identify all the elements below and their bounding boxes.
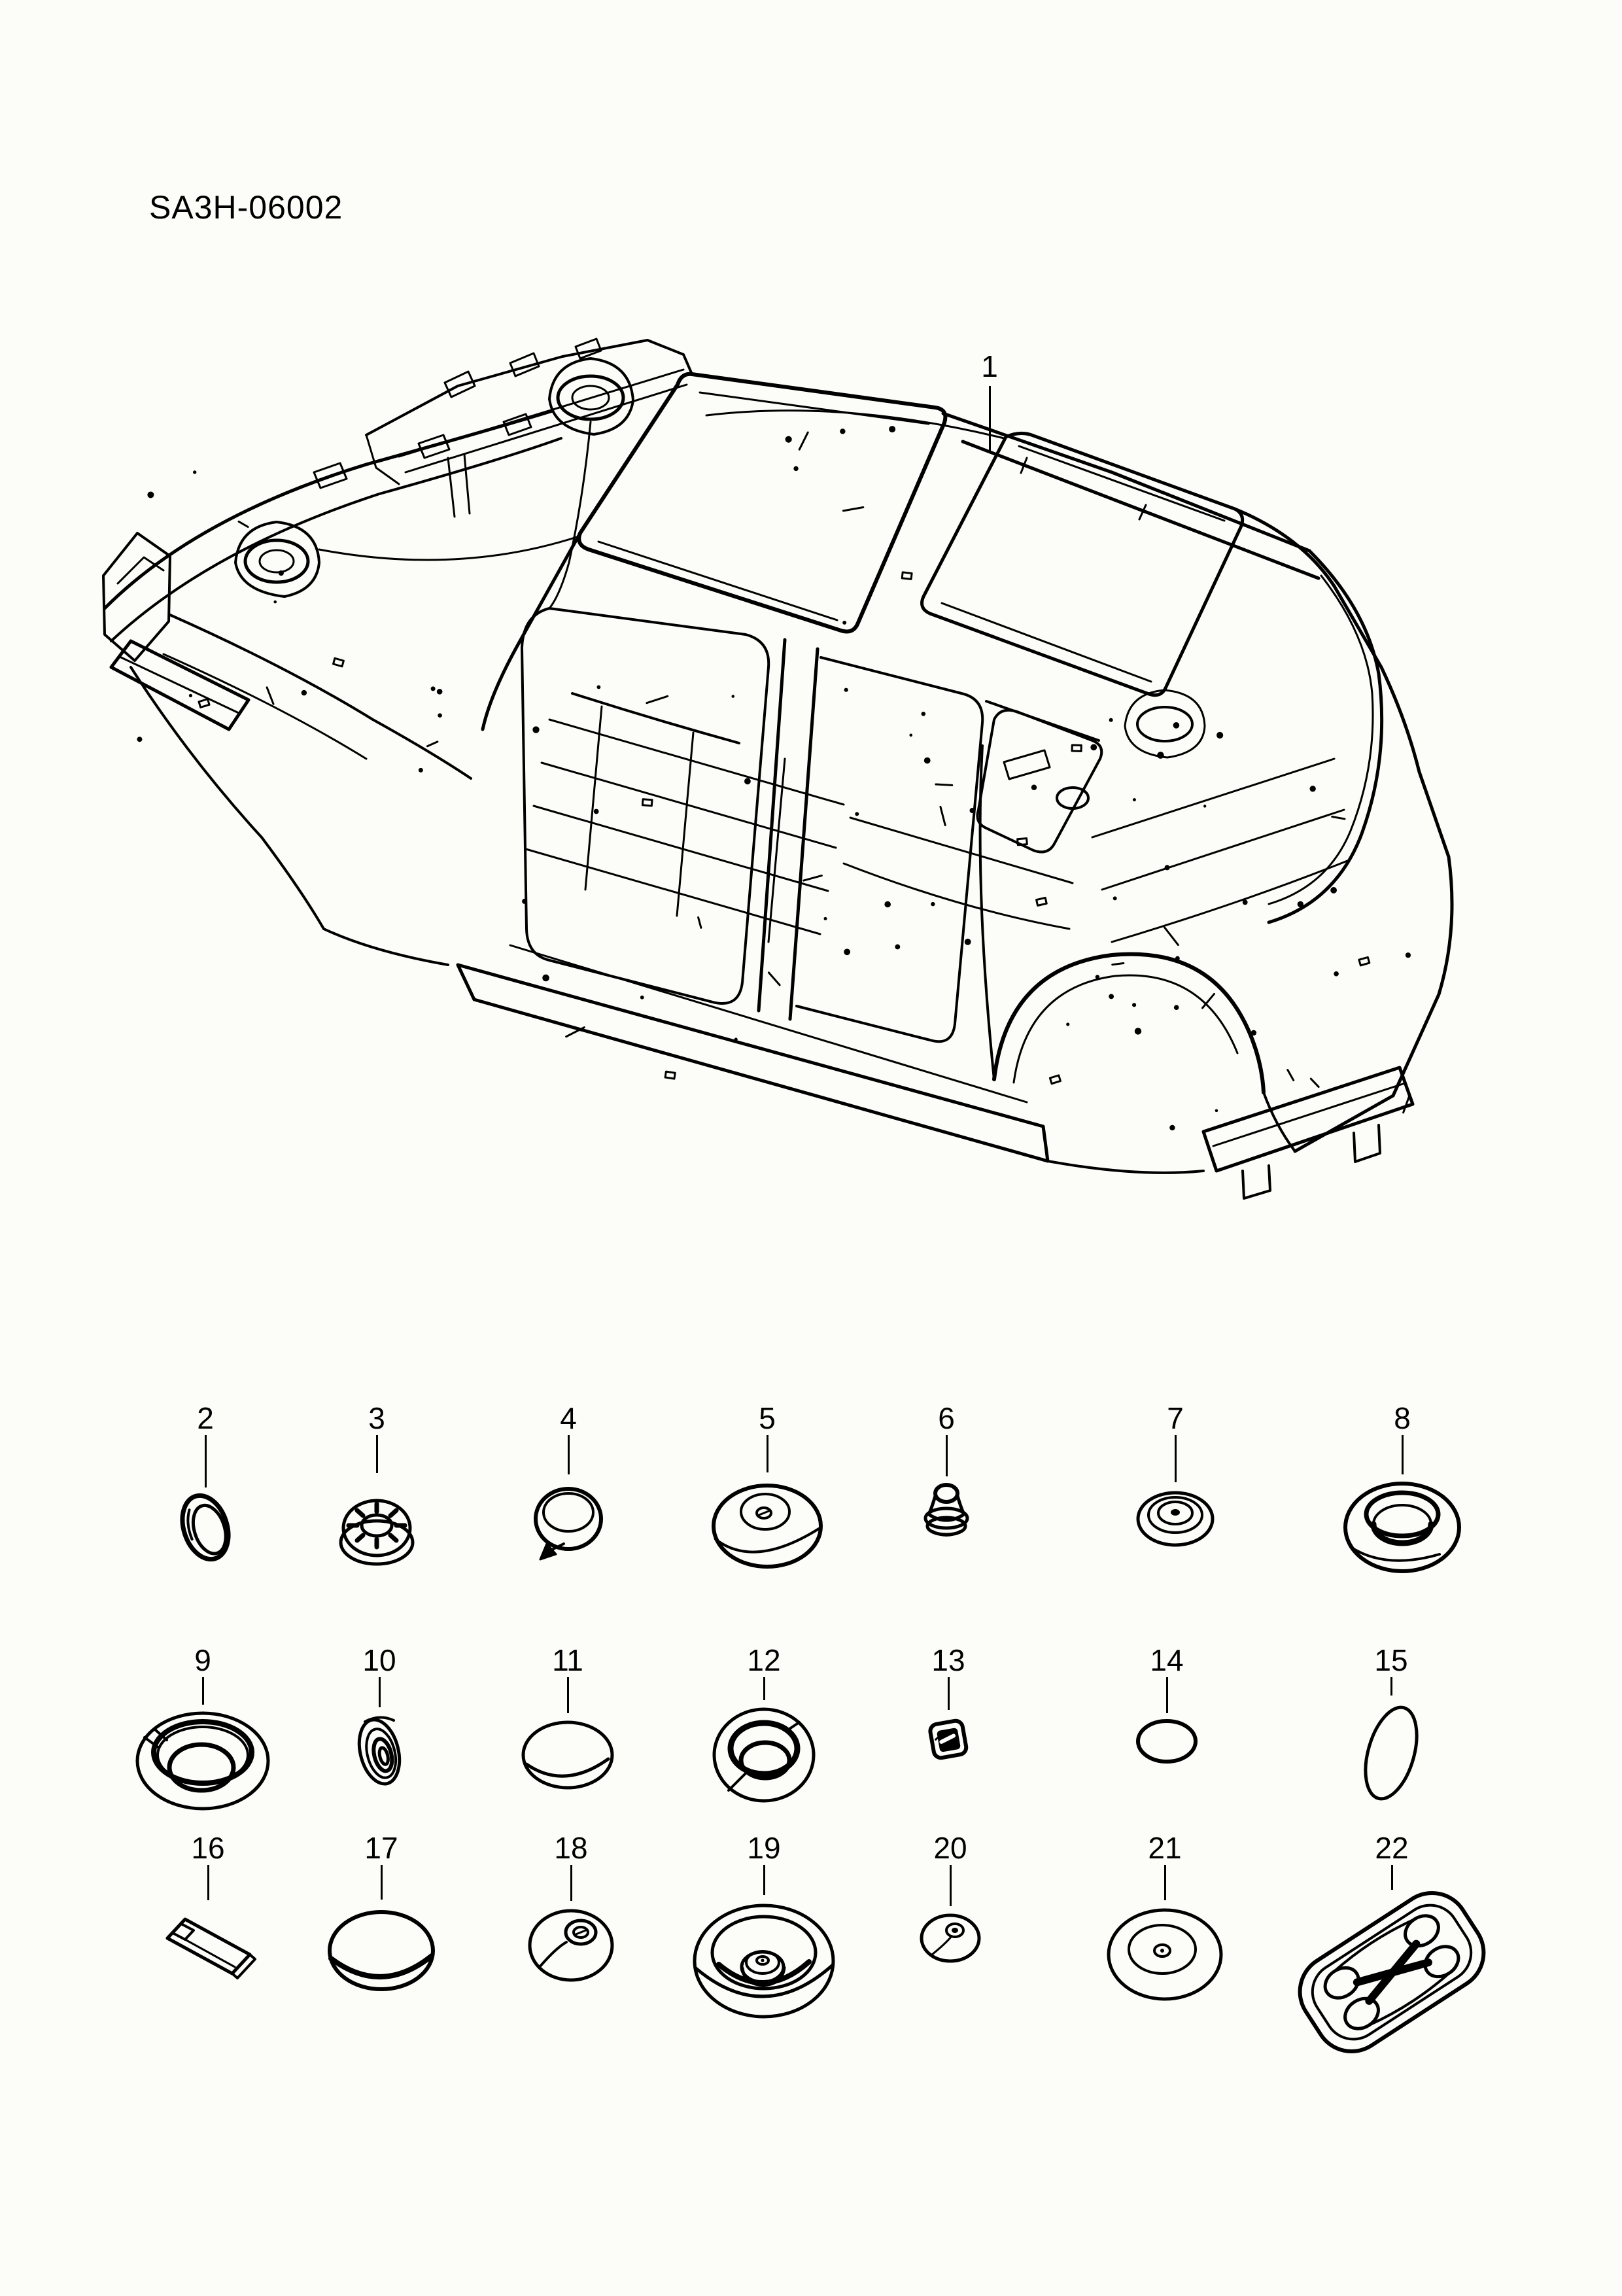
callout-number-15: 15: [1374, 1643, 1408, 1677]
leader-line-19: [763, 1865, 765, 1895]
callout-number-5: 5: [759, 1401, 776, 1435]
callout-number-9: 9: [194, 1643, 211, 1677]
small-oval-plug-icon: [1134, 1717, 1199, 1766]
angled-ring-plug-icon: [176, 1491, 235, 1563]
callout-number-12: 12: [747, 1643, 781, 1677]
leader-line-12: [763, 1677, 765, 1700]
callout-number-6: 6: [938, 1401, 955, 1435]
cup-grommet-icon: [1340, 1478, 1464, 1576]
leader-line-20: [949, 1865, 952, 1906]
castellated-grommet-icon: [337, 1477, 416, 1569]
callout-number-22: 22: [1375, 1831, 1409, 1865]
callout-number-18: 18: [554, 1831, 588, 1865]
flanged-ring-grommet-icon: [133, 1709, 273, 1813]
callout-number-19: 19: [747, 1831, 781, 1865]
weld-marks: [137, 426, 1411, 1131]
concentric-oval-plug-icon: [1103, 1904, 1227, 2006]
large-oval-plug-icon: [322, 1904, 440, 2002]
callout-number-16: 16: [191, 1831, 225, 1865]
callout-number-8: 8: [1394, 1401, 1411, 1435]
callout-number-17: 17: [364, 1831, 398, 1865]
leader-line-14: [1165, 1677, 1168, 1713]
callout-number-3: 3: [368, 1401, 385, 1435]
small-dome-plug-icon: [918, 1910, 983, 1966]
rectangular-tray-plug-icon: [1284, 1891, 1500, 2053]
leader-line-8: [1401, 1435, 1404, 1474]
leader-line-9: [201, 1677, 204, 1705]
callout-number-10: 10: [362, 1643, 396, 1677]
leader-line-22: [1390, 1865, 1393, 1890]
leader-line-18: [570, 1865, 572, 1901]
concentric-dome-plug-icon: [1135, 1486, 1216, 1552]
leader-line-5: [766, 1435, 768, 1472]
callout-number-4: 4: [560, 1401, 577, 1435]
leader-line-2: [204, 1435, 207, 1487]
callout-number-1: 1: [981, 349, 998, 383]
callout-number-21: 21: [1148, 1831, 1182, 1865]
leader-line-7: [1174, 1435, 1177, 1482]
diagram-code: SA3H-06002: [149, 189, 343, 226]
callout-number-14: 14: [1150, 1643, 1184, 1677]
leader-line-6: [945, 1435, 948, 1476]
tilted-small-grommet-icon: [352, 1711, 407, 1793]
leader-line-11: [566, 1677, 569, 1713]
leader-line-1: [988, 386, 991, 451]
stepped-dome-plug-icon: [916, 1480, 978, 1542]
leader-line-15: [1390, 1677, 1392, 1696]
spiral-center-plug-icon: [525, 1905, 617, 1983]
callout-number-11: 11: [552, 1643, 583, 1677]
leader-line-16: [207, 1865, 209, 1900]
dome-plug-slotted-icon: [708, 1476, 826, 1574]
angled-strip-bracket-icon: [159, 1904, 257, 1979]
snap-plug-with-clip-icon: [532, 1478, 604, 1570]
callout-number-13: 13: [931, 1643, 965, 1677]
callout-number-20: 20: [933, 1831, 967, 1865]
ring-grommet-icon: [710, 1704, 818, 1805]
leader-line-17: [380, 1865, 383, 1900]
oval-dome-plug-icon: [519, 1717, 617, 1796]
callout-number-7: 7: [1167, 1401, 1184, 1435]
thin-oval-disc-icon: [1358, 1699, 1424, 1807]
square-clip-nut-icon: [924, 1714, 973, 1766]
leader-line-4: [567, 1435, 570, 1474]
vehicle-body-shell-drawing: [102, 338, 1454, 1200]
multi-ring-plug-icon: [689, 1899, 839, 2026]
leader-line-3: [375, 1435, 378, 1473]
leader-line-21: [1164, 1865, 1166, 1900]
callout-number-2: 2: [197, 1401, 214, 1435]
leader-line-13: [947, 1677, 950, 1710]
leader-line-10: [378, 1677, 381, 1707]
